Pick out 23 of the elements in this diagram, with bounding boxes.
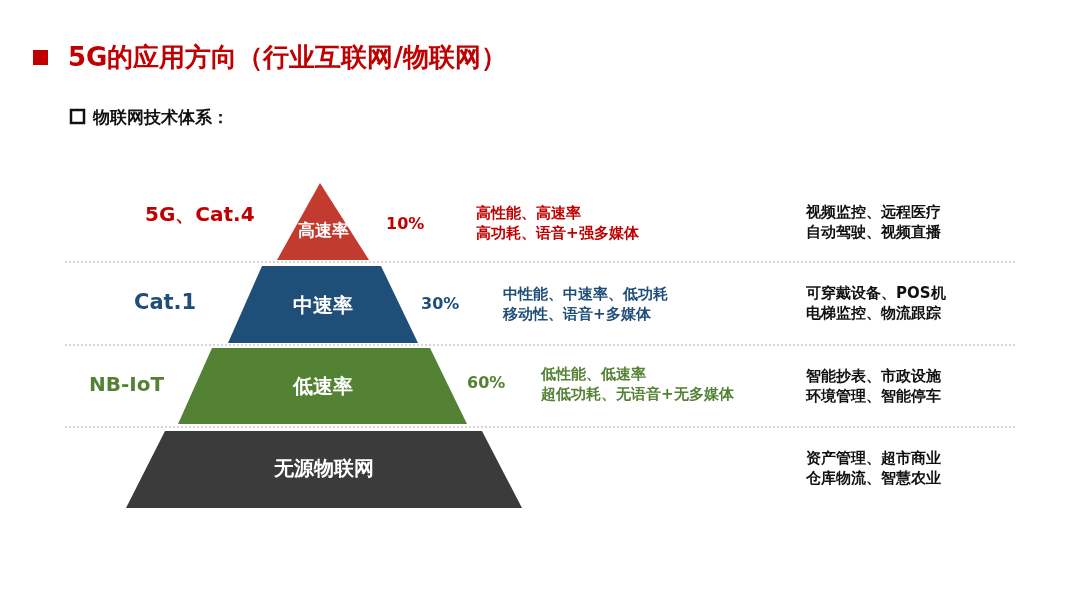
feature-text: 中性能、中速率、低功耗移动性、语音+多媒体 <box>503 283 668 325</box>
percentage-label: 30% <box>421 293 460 315</box>
application-text: 智能抄表、市政设施环境管理、智能停车 <box>806 365 941 407</box>
feature-text: 高性能、高速率高功耗、语音+强多媒体 <box>476 202 639 244</box>
application-text: 资产管理、超市商业仓库物流、智慧农业 <box>806 447 941 489</box>
technology-label: Cat.1 <box>134 288 197 316</box>
percentage-label: 60% <box>467 372 506 394</box>
pyramid-tier <box>126 431 522 508</box>
slide-title: 5G的应用方向（行业互联网/物联网） <box>68 41 507 74</box>
application-text: 视频监控、远程医疗自动驾驶、视频直播 <box>806 201 941 243</box>
pyramid-tier <box>228 266 418 343</box>
application-text: 可穿戴设备、POS机电梯监控、物流跟踪 <box>806 282 946 324</box>
percentage-label: 10% <box>386 213 425 235</box>
tier-label: 低速率 <box>292 373 353 400</box>
subtitle: 物联网技术体系： <box>93 105 229 129</box>
tier-label: 无源物联网 <box>274 455 374 482</box>
technology-label: 5G、Cat.4 <box>145 200 255 228</box>
pyramid-tier <box>277 183 369 260</box>
feature-text: 低性能、低速率超低功耗、无语音+无多媒体 <box>541 363 734 405</box>
tier-label: 中速率 <box>293 292 353 319</box>
pyramid-tier <box>178 348 467 424</box>
tier-label: 高速率 <box>297 219 349 242</box>
technology-label: NB-IoT <box>89 370 165 398</box>
